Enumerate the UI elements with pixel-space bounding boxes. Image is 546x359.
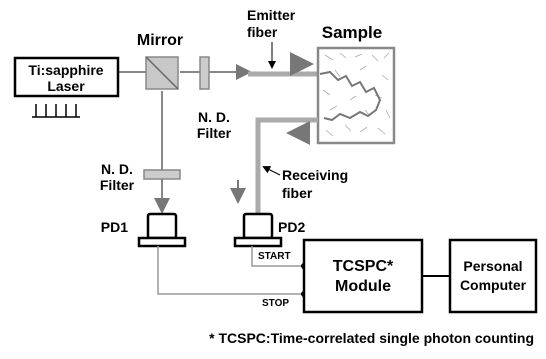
- pd2-start-signal-line: [251, 246, 304, 267]
- tcspc-label-line1: TCSPC*: [333, 258, 394, 275]
- tcspc-label-line2: Module: [335, 278, 391, 295]
- pd1-label: PD1: [101, 219, 128, 235]
- receiving-fiber-label-line1: Receiving: [282, 167, 348, 183]
- stop-label: STOP: [262, 298, 289, 309]
- pd1-detector-icon: [137, 212, 187, 248]
- start-label: START: [258, 251, 291, 262]
- nd-filter-left-label-line1: N. D.: [101, 161, 133, 177]
- personal-computer-box: [448, 238, 538, 314]
- sample-label: Sample: [322, 23, 382, 42]
- footnote: * TCSPC:Time-correlated single photon co…: [209, 330, 534, 346]
- receiving-fiber: [255, 117, 318, 234]
- mirror-diagonal: [145, 56, 179, 90]
- emitter-fiber-label-line2: fiber: [247, 24, 278, 40]
- laser-label-line1: Ti:sapphire: [28, 62, 103, 78]
- sample-box: [316, 46, 396, 145]
- pd1-stop-signal-line: [157, 246, 304, 295]
- receiving-fiber-label-line2: fiber: [282, 185, 313, 201]
- pc-label-line1: Personal: [463, 258, 522, 274]
- nd-filter-left: [143, 169, 181, 180]
- tcspc-module-box: [302, 238, 424, 314]
- nd-filter-left-label-line2: Filter: [100, 177, 135, 193]
- pd2-label: PD2: [278, 219, 305, 235]
- mirror-label: Mirror: [137, 32, 183, 49]
- photon-scatter-path: [319, 70, 382, 122]
- nd-filter-top-label-line1: N. D.: [198, 109, 230, 125]
- sample-scatterers: [322, 52, 391, 137]
- laser-box: [13, 56, 120, 98]
- laser-label-line2: Laser: [47, 78, 85, 94]
- pc-label-line2: Computer: [460, 277, 527, 293]
- receiving-pointer: [262, 166, 281, 176]
- emitter-fiber-label-line1: Emitter: [247, 7, 296, 23]
- nd-filter-top: [199, 56, 210, 90]
- pd2-detector-icon: [233, 212, 283, 248]
- nd-filter-top-label-line2: Filter: [197, 125, 232, 141]
- pulse-train-icon: [32, 104, 80, 118]
